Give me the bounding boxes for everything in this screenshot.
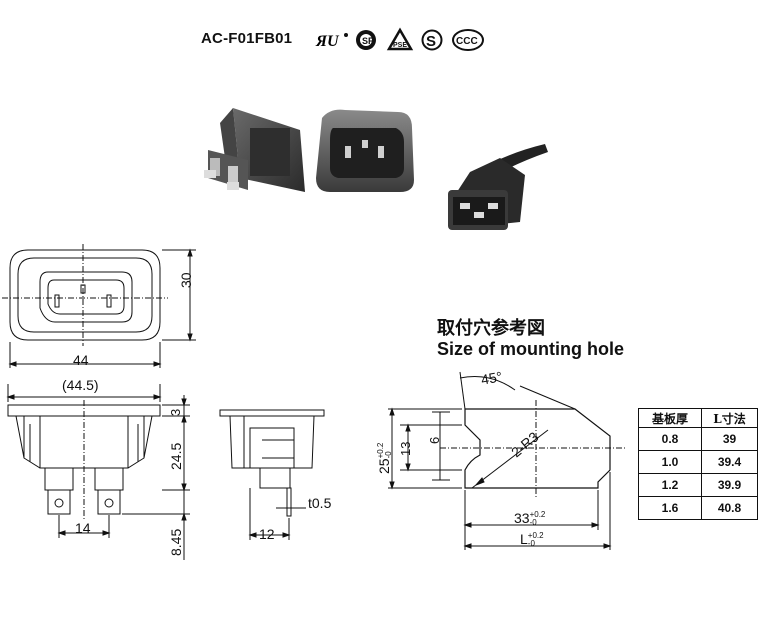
mounting-title-en: Size of mounting hole <box>437 339 624 359</box>
table-cell: 39 <box>701 427 758 451</box>
length-tol-minus: -0 <box>527 539 535 549</box>
front-height-label: 30 <box>178 272 194 288</box>
length-tol-plus: +0.2 <box>527 531 544 541</box>
table-cell: 1.0 <box>638 450 702 474</box>
front-width-label: 44 <box>73 352 89 368</box>
thickness-label: t0.5 <box>308 495 332 511</box>
thickness-table: 基板厚 L寸法 0.8 39 1.0 39.4 1.2 39.9 1.6 40.… <box>638 408 758 520</box>
header-cell: 基板厚 <box>638 408 702 428</box>
table-row: 1.0 39.4 <box>638 450 758 474</box>
terminal-pitch-label: 14 <box>75 520 91 536</box>
height-value: 25 <box>376 458 392 474</box>
mounting-hole-drawing <box>388 371 625 550</box>
table-cell: 1.6 <box>638 496 702 520</box>
overall-width-label: (44.5) <box>62 377 99 393</box>
table-cell: 39.4 <box>701 450 758 474</box>
header-cell: L寸法 <box>701 408 758 428</box>
width-dimension: 33+0.2-0 <box>514 510 545 527</box>
terminal-length-label: 8.45 <box>168 528 184 556</box>
end-width-label: 12 <box>259 526 275 542</box>
plug-photo <box>448 144 548 230</box>
table-cell: 39.9 <box>701 473 758 497</box>
end-view <box>219 409 325 540</box>
table-cell: 40.8 <box>701 496 758 520</box>
length-value: L <box>520 531 528 547</box>
table-header-row: 基板厚 L寸法 <box>638 408 758 428</box>
flange-label: 3 <box>168 408 183 416</box>
table-row: 1.2 39.9 <box>638 473 758 497</box>
height-tol-minus: -0 <box>384 451 394 459</box>
mounting-title-cn: 取付穴参考図 <box>437 318 545 339</box>
width-tol-plus: +0.2 <box>529 510 546 520</box>
mid-height-label: 13 <box>398 441 413 456</box>
table-cell: 0.8 <box>638 427 702 451</box>
width-value: 33 <box>514 510 530 526</box>
table-row: 1.6 40.8 <box>638 496 758 520</box>
side-view <box>6 384 190 560</box>
body-depth-label: 24.5 <box>168 442 184 470</box>
table-row: 0.8 39 <box>638 427 758 451</box>
front-view <box>2 244 196 368</box>
socket-rear-photo <box>204 108 305 192</box>
height-dimension: 25+0.2-0 <box>376 443 393 474</box>
inner-height-label: 6 <box>427 436 442 444</box>
width-tol-minus: -0 <box>529 518 537 528</box>
socket-front-photo <box>316 109 414 192</box>
model-number: AC-F01FB01 <box>201 30 293 47</box>
length-dimension: L+0.2-0 <box>520 531 544 548</box>
table-cell: 1.2 <box>638 473 702 497</box>
